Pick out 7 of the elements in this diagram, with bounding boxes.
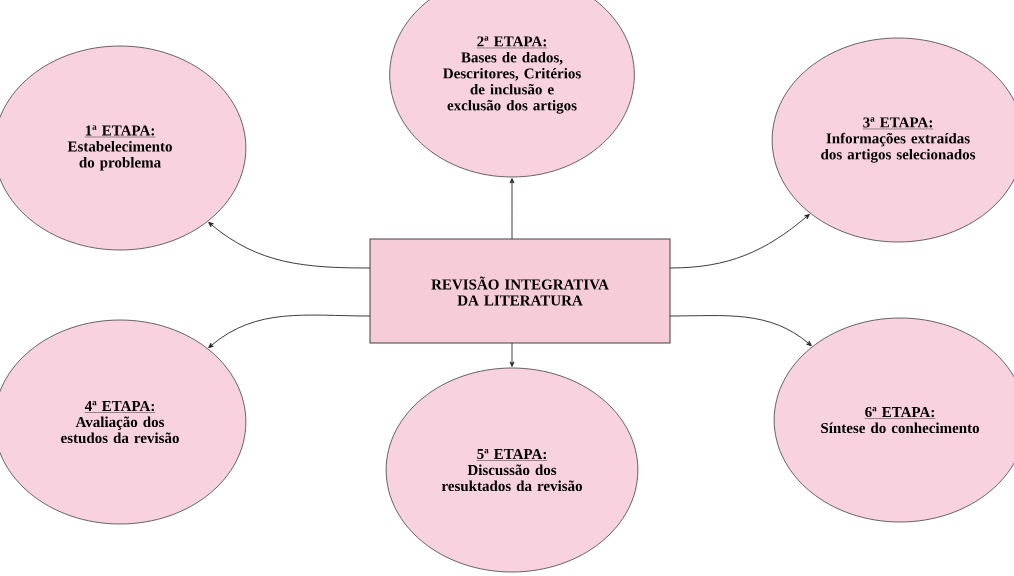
arrow (669, 315, 812, 347)
arrow (669, 213, 810, 269)
arrow (509, 342, 515, 367)
title-box: REVISÃO INTEGRATIVA DA LITERATURA (369, 238, 671, 344)
arrow (208, 314, 371, 349)
arrow (509, 178, 515, 240)
arrow (208, 221, 371, 269)
